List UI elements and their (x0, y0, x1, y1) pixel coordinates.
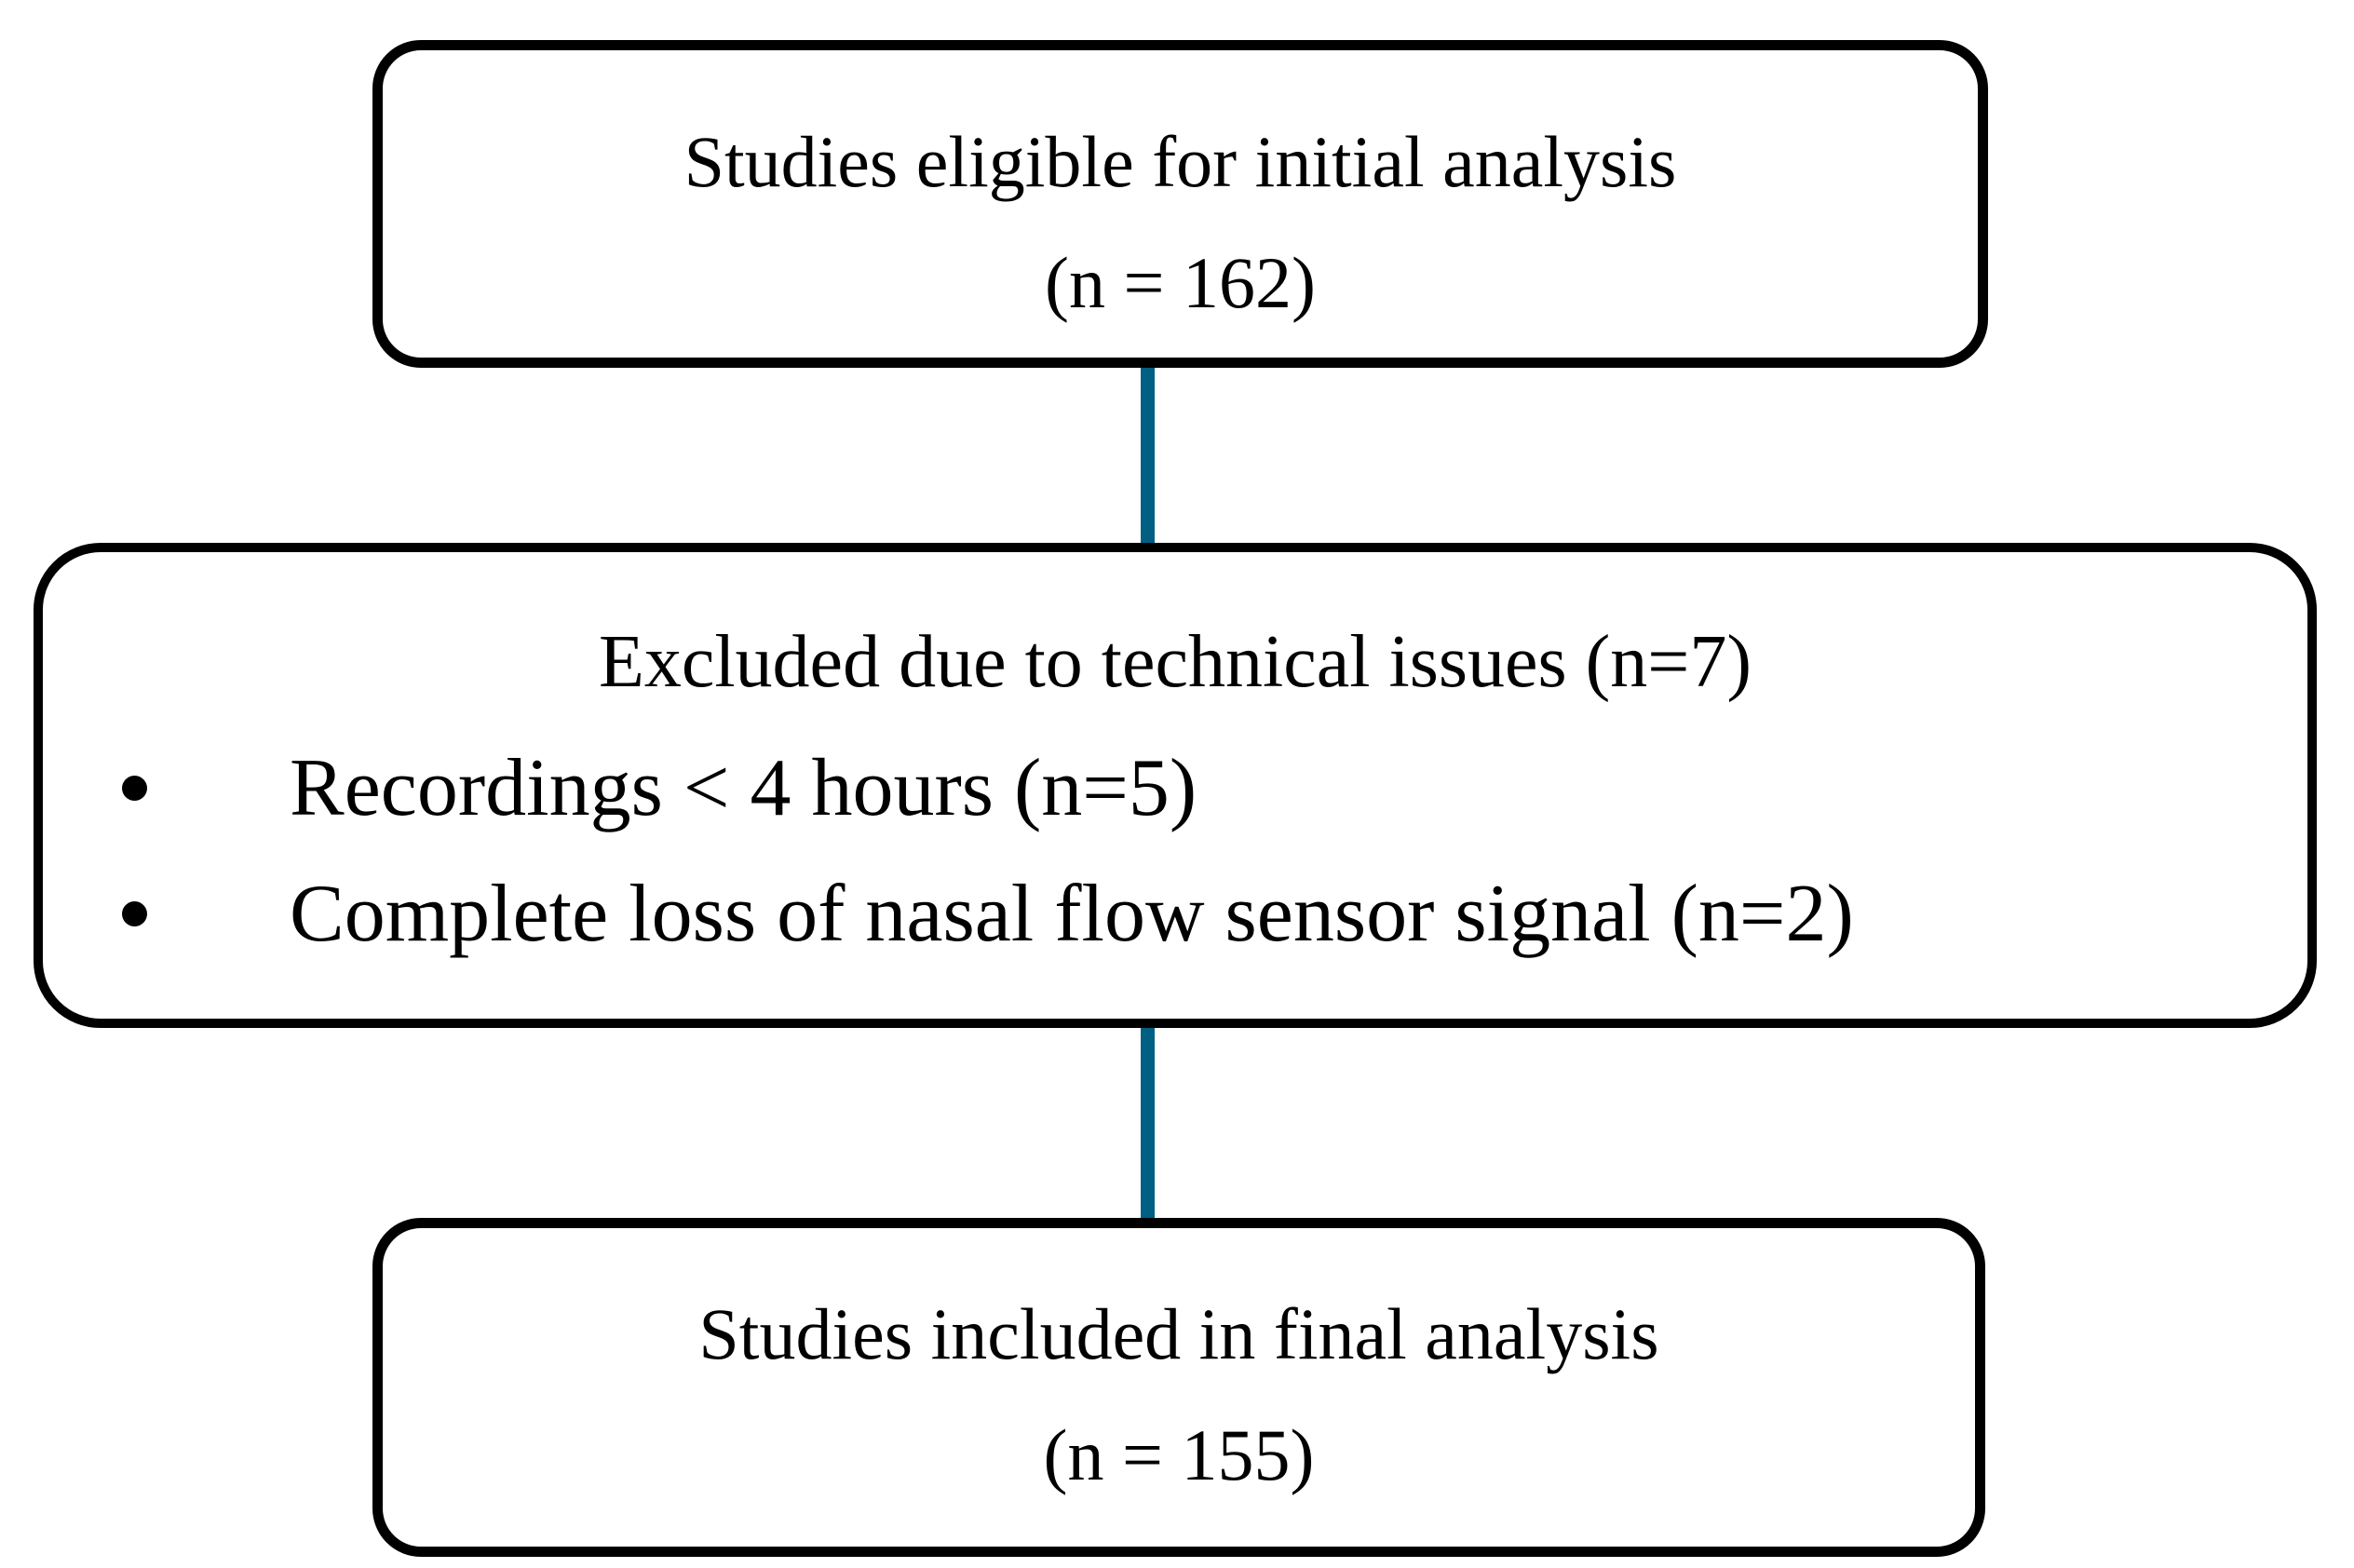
list-item: Recordings < 4 hours (n=5) (43, 725, 2307, 851)
excluded-studies-title: Excluded due to technical issues (n=7) (598, 621, 1752, 703)
box-excluded-studies: Excluded due to technical issues (n=7) R… (34, 543, 2317, 1028)
final-studies-count: (n = 155) (1043, 1414, 1315, 1495)
connector-line-bottom (1141, 1021, 1155, 1225)
final-studies-label: Studies included in final analysis (698, 1293, 1659, 1374)
list-item: Complete loss of nasal flow sensor signa… (43, 851, 2307, 977)
bullet-icon (122, 776, 147, 801)
excluded-reason-signal-loss: Complete loss of nasal flow sensor signa… (290, 869, 1854, 959)
eligible-studies-label: Studies eligible for initial analysis (683, 121, 1677, 202)
connector-line-top (1141, 361, 1155, 552)
bullet-icon (122, 901, 147, 926)
box-eligible-studies: Studies eligible for initial analysis (n… (372, 40, 1988, 368)
excluded-reason-recordings: Recordings < 4 hours (n=5) (290, 743, 1197, 833)
box-final-studies: Studies included in final analysis (n = … (372, 1218, 1985, 1557)
eligible-studies-count: (n = 162) (1045, 242, 1316, 323)
